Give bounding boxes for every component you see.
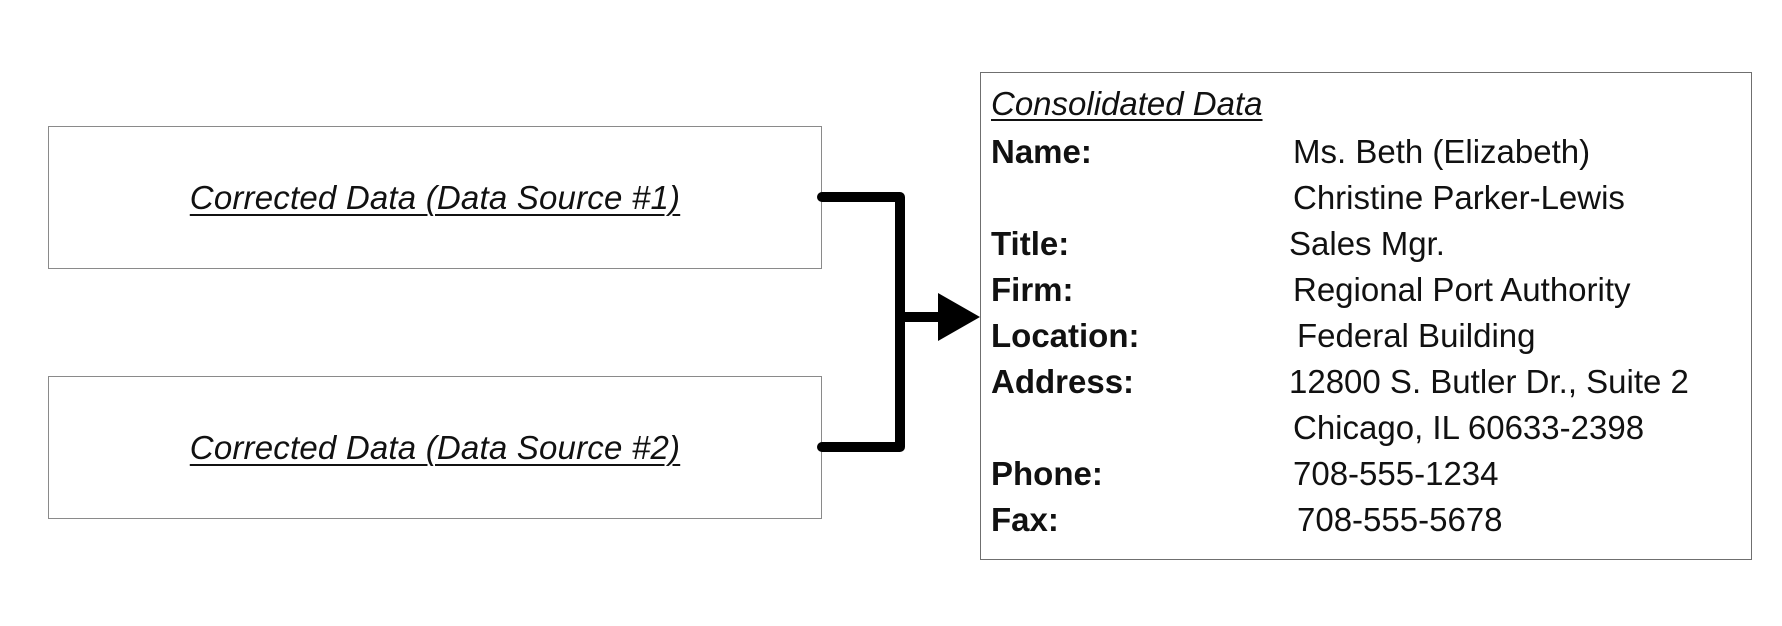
- firm-label: Firm:: [991, 271, 1074, 308]
- bracket-lines: [817, 192, 945, 452]
- firm-value: Regional Port Authority: [1293, 271, 1631, 308]
- phone-label: Phone:: [991, 455, 1103, 492]
- phone-value: 708-555-1234: [1293, 455, 1499, 492]
- location-value: Federal Building: [1297, 317, 1536, 354]
- fax-value: 708-555-5678: [1297, 501, 1503, 538]
- address-label: Address:: [991, 363, 1135, 400]
- location-label: Location:: [991, 317, 1140, 354]
- consolidated-data-box: Consolidated Data Name: Ms. Beth (Elizab…: [980, 72, 1752, 560]
- source-box-2: Corrected Data (Data Source #2): [48, 376, 822, 519]
- title-label: Title:: [991, 225, 1070, 262]
- name-label: Name:: [991, 133, 1092, 170]
- address-value-line-1: 12800 S. Butler Dr., Suite 2: [1289, 363, 1689, 400]
- consolidated-title: Consolidated Data: [991, 85, 1263, 122]
- name-value-line-2: Christine Parker-Lewis: [1293, 179, 1625, 216]
- source-label-1: Corrected Data (Data Source #1): [189, 178, 681, 216]
- fax-label: Fax:: [991, 501, 1059, 538]
- arrow-head-icon: [938, 293, 980, 341]
- name-value-line-1: Ms. Beth (Elizabeth): [1293, 133, 1591, 170]
- title-value: Sales Mgr.: [1289, 225, 1445, 262]
- source-box-1: Corrected Data (Data Source #1): [48, 126, 822, 269]
- address-value-line-2: Chicago, IL 60633-2398: [1293, 409, 1645, 446]
- source-label-2: Corrected Data (Data Source #2): [189, 428, 681, 466]
